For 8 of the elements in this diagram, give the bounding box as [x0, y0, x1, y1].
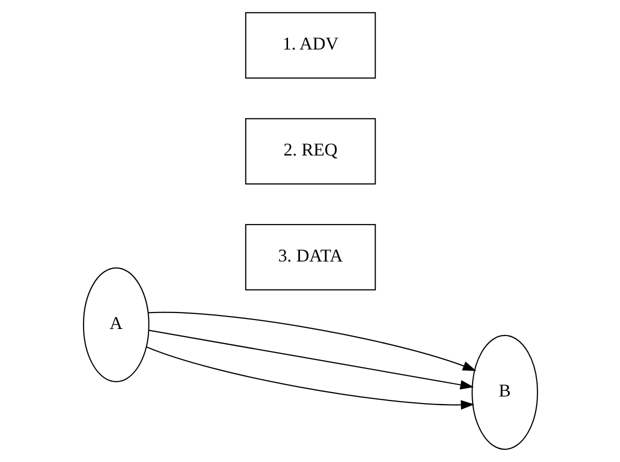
arrow	[148, 312, 476, 371]
node-box: 3. DATA	[244, 224, 376, 290]
node-box: 1. ADV	[244, 12, 376, 79]
node-ellipse: A	[82, 267, 149, 382]
arrow	[148, 330, 474, 390]
node-ellipse: B	[471, 334, 538, 450]
arrow	[146, 346, 474, 410]
node-box: 2. REQ	[244, 118, 376, 185]
